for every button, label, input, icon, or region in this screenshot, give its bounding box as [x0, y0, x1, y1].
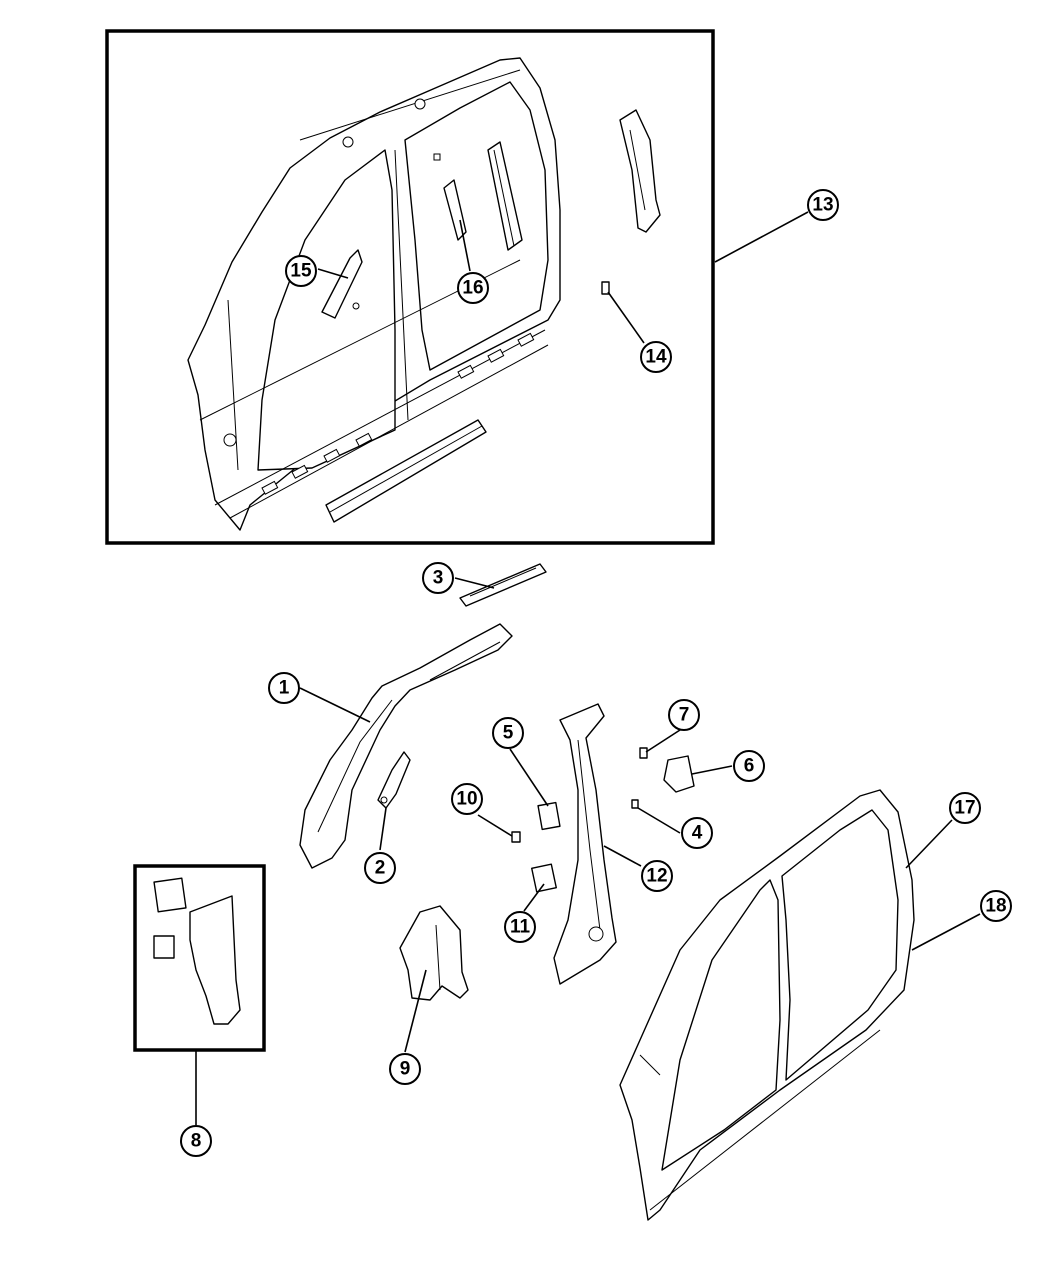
callout-label: 15 — [290, 261, 312, 282]
callout-label: 10 — [456, 789, 477, 810]
rear-pillar-bracket-part — [619, 109, 661, 233]
part-15-reinforcement — [321, 249, 363, 319]
part-5-plate — [537, 801, 561, 831]
callout-3: 3 — [422, 562, 454, 594]
callout-label: 17 — [954, 798, 975, 819]
callout-label: 4 — [692, 823, 703, 844]
part-8-detail-box — [133, 864, 266, 1052]
assembly-detail-box — [105, 29, 715, 545]
callout-5: 5 — [492, 717, 524, 749]
part-14-clip — [601, 281, 610, 295]
callout-12: 12 — [641, 860, 673, 892]
callout-7: 7 — [668, 699, 700, 731]
part-9-lower-pillar — [399, 905, 469, 1001]
callout-2: 2 — [364, 852, 396, 884]
part-1-a-pillar — [299, 623, 513, 869]
callout-17: 17 — [949, 792, 981, 824]
sill-rail-part — [325, 419, 487, 523]
callout-label: 5 — [503, 723, 514, 744]
callout-18: 18 — [980, 890, 1012, 922]
callout-label: 16 — [462, 278, 483, 299]
callout-label: 3 — [433, 568, 444, 589]
callout-4: 4 — [681, 817, 713, 849]
callout-13: 13 — [807, 189, 839, 221]
part-12-b-pillar — [553, 703, 617, 985]
part-7-clip — [639, 747, 648, 759]
part-8-reinforcement — [153, 877, 241, 1025]
body-side-outer-part — [619, 789, 915, 1221]
callout-label: 12 — [646, 866, 667, 887]
callout-label: 8 — [191, 1131, 202, 1152]
part-10-clip — [511, 831, 521, 843]
part-6-bracket — [663, 755, 695, 793]
callout-label: 14 — [645, 347, 667, 368]
callout-label: 1 — [279, 678, 290, 699]
callout-16: 16 — [457, 272, 489, 304]
callout-label: 18 — [985, 896, 1006, 917]
leader-lines — [195, 211, 981, 1125]
body-side-aperture-part — [187, 57, 561, 531]
callout-label: 13 — [812, 195, 833, 216]
b-pillar-channel-part — [487, 141, 523, 251]
callout-11: 11 — [504, 911, 536, 943]
callout-label: 7 — [679, 705, 690, 726]
callout-6: 6 — [733, 750, 765, 782]
callout-10: 10 — [451, 783, 483, 815]
callout-9: 9 — [389, 1053, 421, 1085]
callout-label: 11 — [510, 917, 531, 938]
part-4-clip — [631, 799, 639, 809]
callout-label: 2 — [375, 858, 386, 879]
part-2-bracket — [377, 751, 411, 809]
callout-15: 15 — [285, 255, 317, 287]
callout-14: 14 — [640, 341, 672, 373]
callout-label: 6 — [744, 756, 755, 777]
callout-label: 9 — [400, 1059, 411, 1080]
callout-1: 1 — [268, 672, 300, 704]
part-11-plate — [531, 863, 557, 893]
part-3-strip — [459, 563, 547, 607]
callout-8: 8 — [180, 1125, 212, 1157]
